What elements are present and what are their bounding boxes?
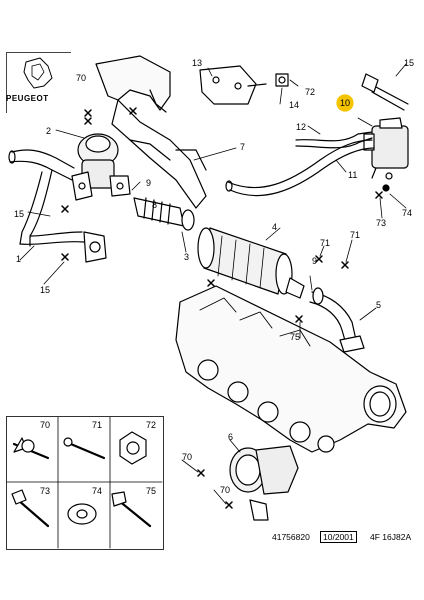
throttle-body-part-6: [229, 445, 299, 521]
legend-label-71: 71: [92, 420, 103, 430]
callout-71: 71: [350, 230, 361, 240]
legend-grid: [6, 416, 163, 549]
callout-5: 5: [376, 300, 382, 310]
legend-washer-74: [67, 503, 97, 525]
peugeot-lion-icon: [23, 57, 53, 89]
legend-bolt-71: [63, 437, 106, 460]
legend-bolt-73: [11, 489, 50, 528]
callout-3: 3: [184, 252, 190, 262]
legend-nut-72: [119, 431, 147, 465]
callout-15: 15: [14, 209, 25, 219]
callout-12: 12: [296, 122, 307, 132]
brand-frame: [6, 52, 71, 113]
callout-9: 9: [146, 178, 152, 188]
washer-part-74: [382, 184, 390, 192]
callout-6: 6: [228, 432, 234, 442]
callout-74: 74: [402, 208, 413, 218]
callout-70: 70: [220, 485, 231, 495]
bolt-part-15: [361, 73, 409, 111]
egr-valve-part-2: [71, 133, 131, 201]
legend-label-73: 73: [40, 486, 51, 496]
callout-10: 10: [340, 98, 351, 108]
footer-code: 4F 16J82A: [370, 532, 412, 542]
callout-13: 13: [192, 58, 203, 68]
legend-screw-75: [111, 491, 152, 528]
callout-70: 70: [182, 452, 193, 462]
legend-label-74: 74: [92, 486, 103, 496]
fastener-legend: [6, 416, 164, 550]
callout-2: 2: [46, 126, 52, 136]
intake-manifold: [175, 285, 407, 453]
legend-label-72: 72: [146, 420, 157, 430]
footer-date-value: 10/2001: [320, 531, 357, 543]
callout-15: 15: [404, 58, 415, 68]
pipe-part-1: [8, 149, 107, 263]
pipe-part-5: [309, 287, 365, 353]
fastener-markers: [61, 107, 383, 509]
callout-70: 70: [76, 73, 87, 83]
callout-4: 4: [272, 222, 278, 232]
vacuum-hoses: [225, 131, 375, 197]
callout-9: 9: [312, 256, 318, 266]
callout-15: 15: [40, 285, 51, 295]
highlight-circle: [336, 94, 354, 112]
legend-label-75: 75: [146, 486, 157, 496]
callout-72: 72: [305, 87, 316, 97]
nut-part-14: [275, 73, 289, 87]
callout-14: 14: [289, 100, 300, 110]
callout-73: 73: [376, 218, 387, 228]
heat-shield-part: [95, 55, 207, 209]
brand-name: PEUGEOT: [6, 94, 49, 103]
corrugated-hose-part-8: [133, 197, 195, 231]
egr-cooler-part-4: [197, 227, 305, 299]
solenoid-valve-part-10: [363, 117, 409, 180]
leader-lines: [19, 63, 407, 505]
bracket-part-13: [199, 65, 267, 105]
callout-7: 7: [240, 142, 246, 152]
callout-1: 1: [16, 254, 22, 264]
callout-11: 11: [348, 170, 358, 180]
callout-75: 75: [290, 332, 301, 342]
legend-label-70: 70: [40, 420, 51, 430]
footer-date: 10/2001: [320, 531, 357, 543]
footer-reference: 41756820: [272, 532, 310, 542]
callout-71: 71: [320, 238, 331, 248]
callout-8: 8: [152, 200, 158, 210]
legend-screw-70: [12, 437, 50, 460]
